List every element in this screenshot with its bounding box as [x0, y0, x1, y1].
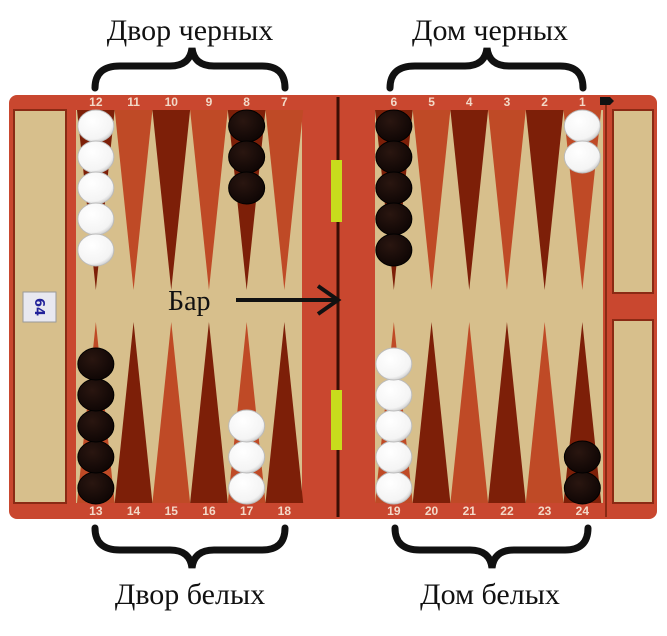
point-number-21: 21	[463, 504, 477, 518]
brace-bottom-left	[91, 524, 289, 569]
bar-marker-top	[331, 160, 342, 222]
black-checker[interactable]	[375, 171, 413, 205]
point-number-17: 17	[240, 504, 254, 518]
white-checker[interactable]	[375, 378, 413, 412]
white-checker[interactable]	[228, 471, 266, 505]
point-number-19: 19	[387, 504, 401, 518]
white-checker[interactable]	[77, 109, 115, 143]
point-number-22: 22	[500, 504, 514, 518]
black-checker[interactable]	[375, 109, 413, 143]
point-number-8: 8	[243, 95, 250, 109]
point-number-18: 18	[278, 504, 292, 518]
bar-marker-bottom	[331, 390, 342, 450]
black-checker[interactable]	[375, 233, 413, 267]
black-checker[interactable]	[375, 140, 413, 174]
point-22[interactable]	[488, 322, 526, 503]
point-2[interactable]	[525, 110, 564, 290]
black-checker[interactable]	[77, 378, 115, 412]
white-checker[interactable]	[77, 140, 115, 174]
black-checker[interactable]	[228, 140, 266, 174]
point-18[interactable]	[265, 322, 304, 503]
heading-white-home: Дом белых	[420, 578, 560, 611]
point-number-6: 6	[391, 95, 398, 109]
point-9[interactable]	[190, 110, 228, 290]
brace-bottom-right	[391, 524, 592, 569]
point-number-5: 5	[428, 95, 435, 109]
point-23[interactable]	[525, 322, 564, 503]
point-number-16: 16	[202, 504, 216, 518]
heading-black-outer: Двор черных	[107, 14, 274, 47]
point-16[interactable]	[190, 322, 228, 503]
white-checker[interactable]	[228, 409, 266, 443]
black-checker[interactable]	[77, 440, 115, 474]
black-checker[interactable]	[77, 409, 115, 443]
point-number-11: 11	[127, 95, 140, 109]
point-11[interactable]	[114, 110, 153, 290]
white-checker[interactable]	[77, 202, 115, 236]
right-quadrant	[375, 110, 603, 503]
black-checker[interactable]	[375, 202, 413, 236]
white-checker[interactable]	[563, 109, 601, 143]
white-checker[interactable]	[375, 440, 413, 474]
point-number-12: 12	[89, 95, 103, 109]
bar-arrow-icon	[236, 284, 342, 316]
heading-black-home: Дом черных	[412, 14, 568, 47]
checkers	[77, 109, 601, 505]
point-14[interactable]	[114, 322, 153, 503]
right-tray-top	[612, 109, 654, 294]
point-number-20: 20	[425, 504, 439, 518]
black-checker[interactable]	[563, 471, 601, 505]
point-3[interactable]	[488, 110, 526, 290]
brace-top-right	[386, 47, 587, 92]
point-20[interactable]	[412, 322, 451, 503]
point-4[interactable]	[450, 110, 489, 290]
black-checker[interactable]	[77, 471, 115, 505]
doubling-cube[interactable]: 64	[22, 291, 57, 323]
point-number-13: 13	[89, 504, 103, 518]
direction-arrow-icon	[600, 97, 614, 105]
point-number-23: 23	[538, 504, 552, 518]
right-tray-bottom	[612, 319, 654, 504]
point-15[interactable]	[152, 322, 191, 503]
point-number-7: 7	[281, 95, 288, 109]
point-7[interactable]	[265, 110, 304, 290]
white-checker[interactable]	[77, 171, 115, 205]
point-number-14: 14	[127, 504, 141, 518]
heading-white-outer: Двор белых	[115, 578, 265, 611]
bar-label: Бар	[168, 286, 211, 317]
point-number-1: 1	[579, 95, 586, 109]
white-checker[interactable]	[375, 347, 413, 381]
point-10[interactable]	[152, 110, 191, 290]
point-21[interactable]	[450, 322, 489, 503]
white-checker[interactable]	[228, 440, 266, 474]
point-number-4: 4	[466, 95, 473, 109]
white-checker[interactable]	[77, 233, 115, 267]
point-number-2: 2	[541, 95, 548, 109]
white-checker[interactable]	[375, 409, 413, 443]
point-number-15: 15	[165, 504, 179, 518]
point-number-3: 3	[504, 95, 511, 109]
point-5[interactable]	[412, 110, 451, 290]
white-checker[interactable]	[563, 140, 601, 174]
cube-face	[22, 291, 57, 323]
point-number-10: 10	[165, 95, 179, 109]
cube-value: 64	[31, 298, 46, 316]
point-number-9: 9	[206, 95, 213, 109]
left-quadrant	[76, 110, 302, 503]
black-checker[interactable]	[563, 440, 601, 474]
black-checker[interactable]	[228, 171, 266, 205]
brace-top-left	[91, 47, 289, 92]
point-number-24: 24	[576, 504, 590, 518]
black-checker[interactable]	[228, 109, 266, 143]
black-checker[interactable]	[77, 347, 115, 381]
white-checker[interactable]	[375, 471, 413, 505]
